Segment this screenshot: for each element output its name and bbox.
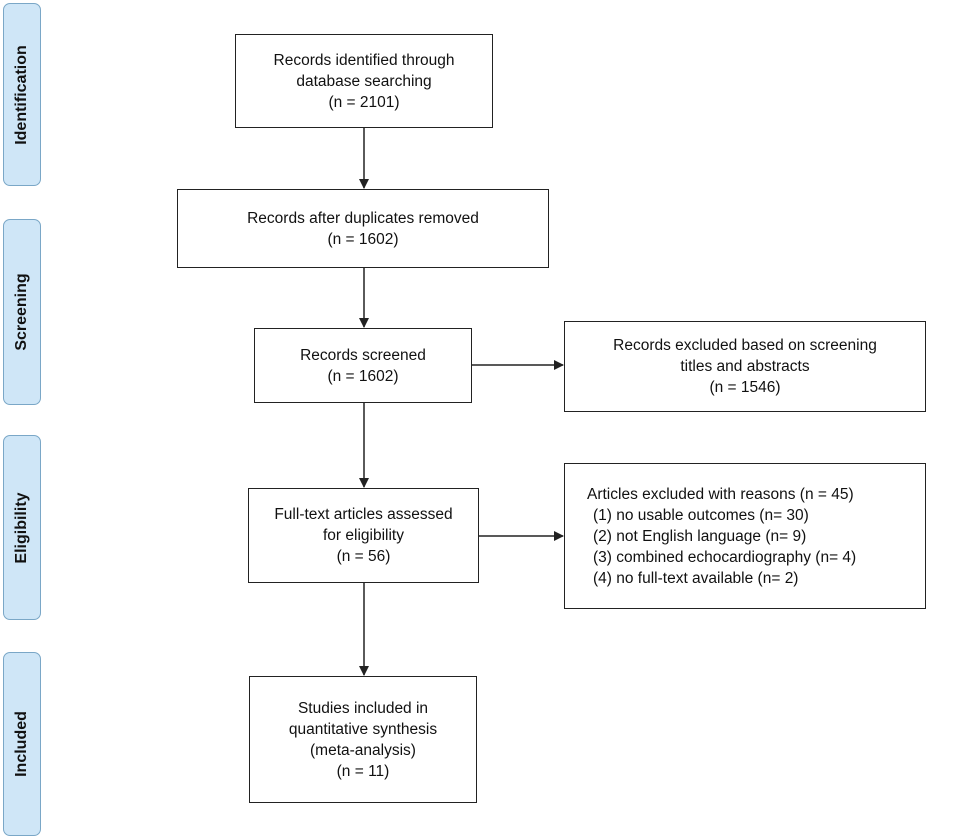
box-records-screened-line-2: (n = 1602) [327, 367, 399, 385]
box-records-screened-line-1: Records screened [300, 346, 426, 364]
box-records-after-duplicates-line-1: Records after duplicates removed [247, 209, 479, 227]
box-records-after-duplicates-line-2: (n = 1602) [327, 230, 399, 248]
box-articles-excluded-title: Articles excluded with reasons (n = 45) [587, 485, 854, 503]
box-studies-included: Studies included in quantitative synthes… [249, 676, 477, 803]
box-articles-excluded-reason-4: (4) no full-text available (n= 2) [593, 569, 799, 587]
box-articles-excluded-reason-1: (1) no usable outcomes (n= 30) [593, 506, 809, 524]
box-studies-included-line-4: (n = 11) [336, 762, 390, 780]
box-records-identified-line-3: (n = 2101) [328, 93, 400, 111]
box-studies-included-line-3: (meta-analysis) [310, 741, 416, 759]
box-records-excluded-screening-line-3: (n = 1546) [709, 379, 781, 396]
box-records-excluded-screening-line-1: Records excluded based on screening [613, 337, 877, 354]
box-full-text-assessed-line-2: for eligibility [323, 527, 404, 544]
box-records-identified: Records identified through database sear… [235, 34, 493, 128]
box-records-identified-line-1: Records identified through [273, 51, 455, 69]
phase-eligibility: Eligibility [3, 435, 41, 620]
phase-screening: Screening [3, 219, 41, 405]
box-articles-excluded-reason-3: (3) combined echocardiography (n= 4) [593, 548, 857, 566]
box-articles-excluded-reasons: Articles excluded with reasons (n = 45) … [564, 463, 926, 609]
box-records-identified-line-2: database searching [296, 72, 432, 90]
box-full-text-assessed: Full-text articles assessed for eligibil… [248, 488, 479, 583]
box-articles-excluded-reason-2: (2) not English language (n= 9) [593, 527, 807, 545]
box-records-excluded-screening-line-2: titles and abstracts [680, 358, 810, 375]
box-records-excluded-screening: Records excluded based on screening titl… [564, 321, 926, 412]
phase-included: Included [3, 652, 41, 836]
phase-identification: Identification [3, 3, 41, 186]
box-full-text-assessed-line-3: (n = 56) [336, 548, 391, 565]
box-records-screened: Records screened (n = 1602) [254, 328, 472, 403]
box-full-text-assessed-line-1: Full-text articles assessed [274, 506, 453, 523]
box-records-after-duplicates: Records after duplicates removed (n = 16… [177, 189, 549, 268]
box-studies-included-line-2: quantitative synthesis [288, 720, 438, 738]
box-studies-included-line-1: Studies included in [297, 699, 429, 717]
